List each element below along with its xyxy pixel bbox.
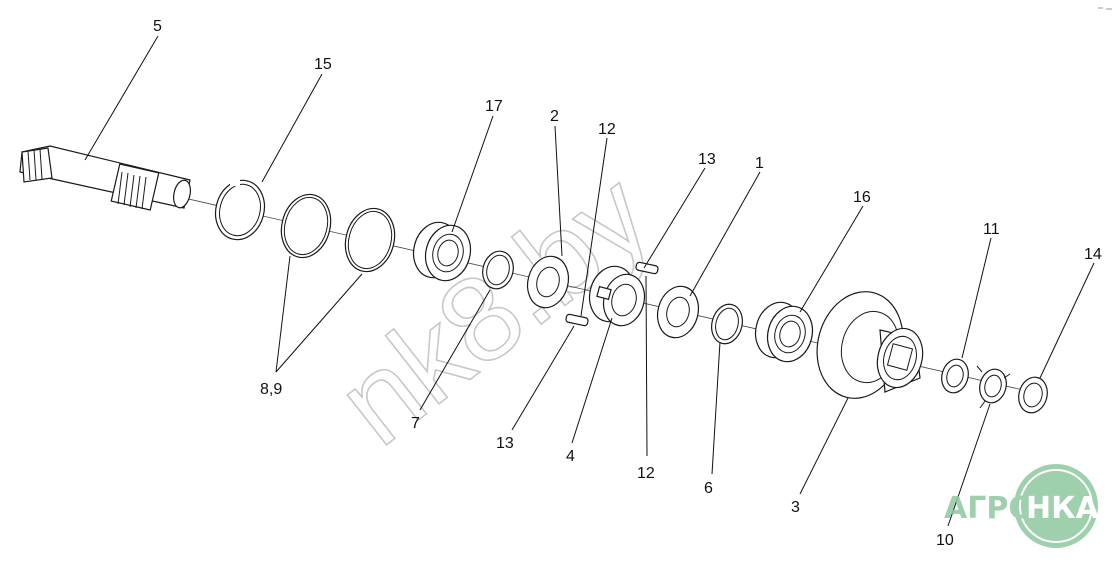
- part-3-flanged-housing: [816, 291, 924, 399]
- part-17-bearing: [412, 221, 472, 282]
- label-part-17: 17: [485, 98, 503, 115]
- part-15-snap-ring: [214, 178, 266, 241]
- logo-left-text: АГРО: [944, 491, 1034, 526]
- part-4-splined-hub: [588, 265, 646, 327]
- part-14-nut: [1018, 376, 1048, 414]
- part-11-washer: [941, 358, 969, 394]
- label-part-7: 7: [411, 415, 420, 432]
- label-part-11: 11: [983, 221, 1000, 238]
- part-7-ring: [482, 250, 514, 290]
- part-2-washer: [526, 255, 570, 309]
- label-part-13-upper: 13: [698, 151, 716, 168]
- part-12-key-upper: [635, 261, 659, 275]
- logo-circle-text: НКА: [1026, 491, 1100, 526]
- corner-mark: [1098, 7, 1112, 10]
- part-9-ring: [344, 207, 396, 273]
- label-part-15: 15: [314, 56, 332, 73]
- part-16-bearing: [754, 301, 814, 363]
- label-part-6: 6: [704, 480, 713, 497]
- leader-lines: [84, 35, 1095, 527]
- label-part-10: 10: [936, 532, 954, 549]
- part-13-key-lower: [565, 313, 589, 327]
- label-part-1: 1: [755, 155, 764, 172]
- part-6-ring: [711, 303, 743, 345]
- part-1-washer: [656, 285, 700, 339]
- part-8-ring: [280, 193, 332, 259]
- label-part-8-9: 8,9: [260, 381, 282, 398]
- label-part-13-lower: 13: [496, 435, 514, 452]
- label-part-12-lower: 12: [637, 465, 655, 482]
- label-part-4: 4: [566, 448, 575, 465]
- label-part-16: 16: [853, 189, 871, 206]
- label-part-12-upper: 12: [598, 121, 616, 138]
- part-5-shaft: [19, 145, 192, 211]
- agro-nka-logo: АГРО НКА: [944, 464, 1100, 548]
- part-10-lock-washer: [976, 365, 1011, 409]
- label-part-3: 3: [791, 499, 800, 516]
- label-part-2: 2: [550, 108, 559, 125]
- label-part-5: 5: [153, 18, 162, 35]
- label-part-14: 14: [1084, 246, 1102, 263]
